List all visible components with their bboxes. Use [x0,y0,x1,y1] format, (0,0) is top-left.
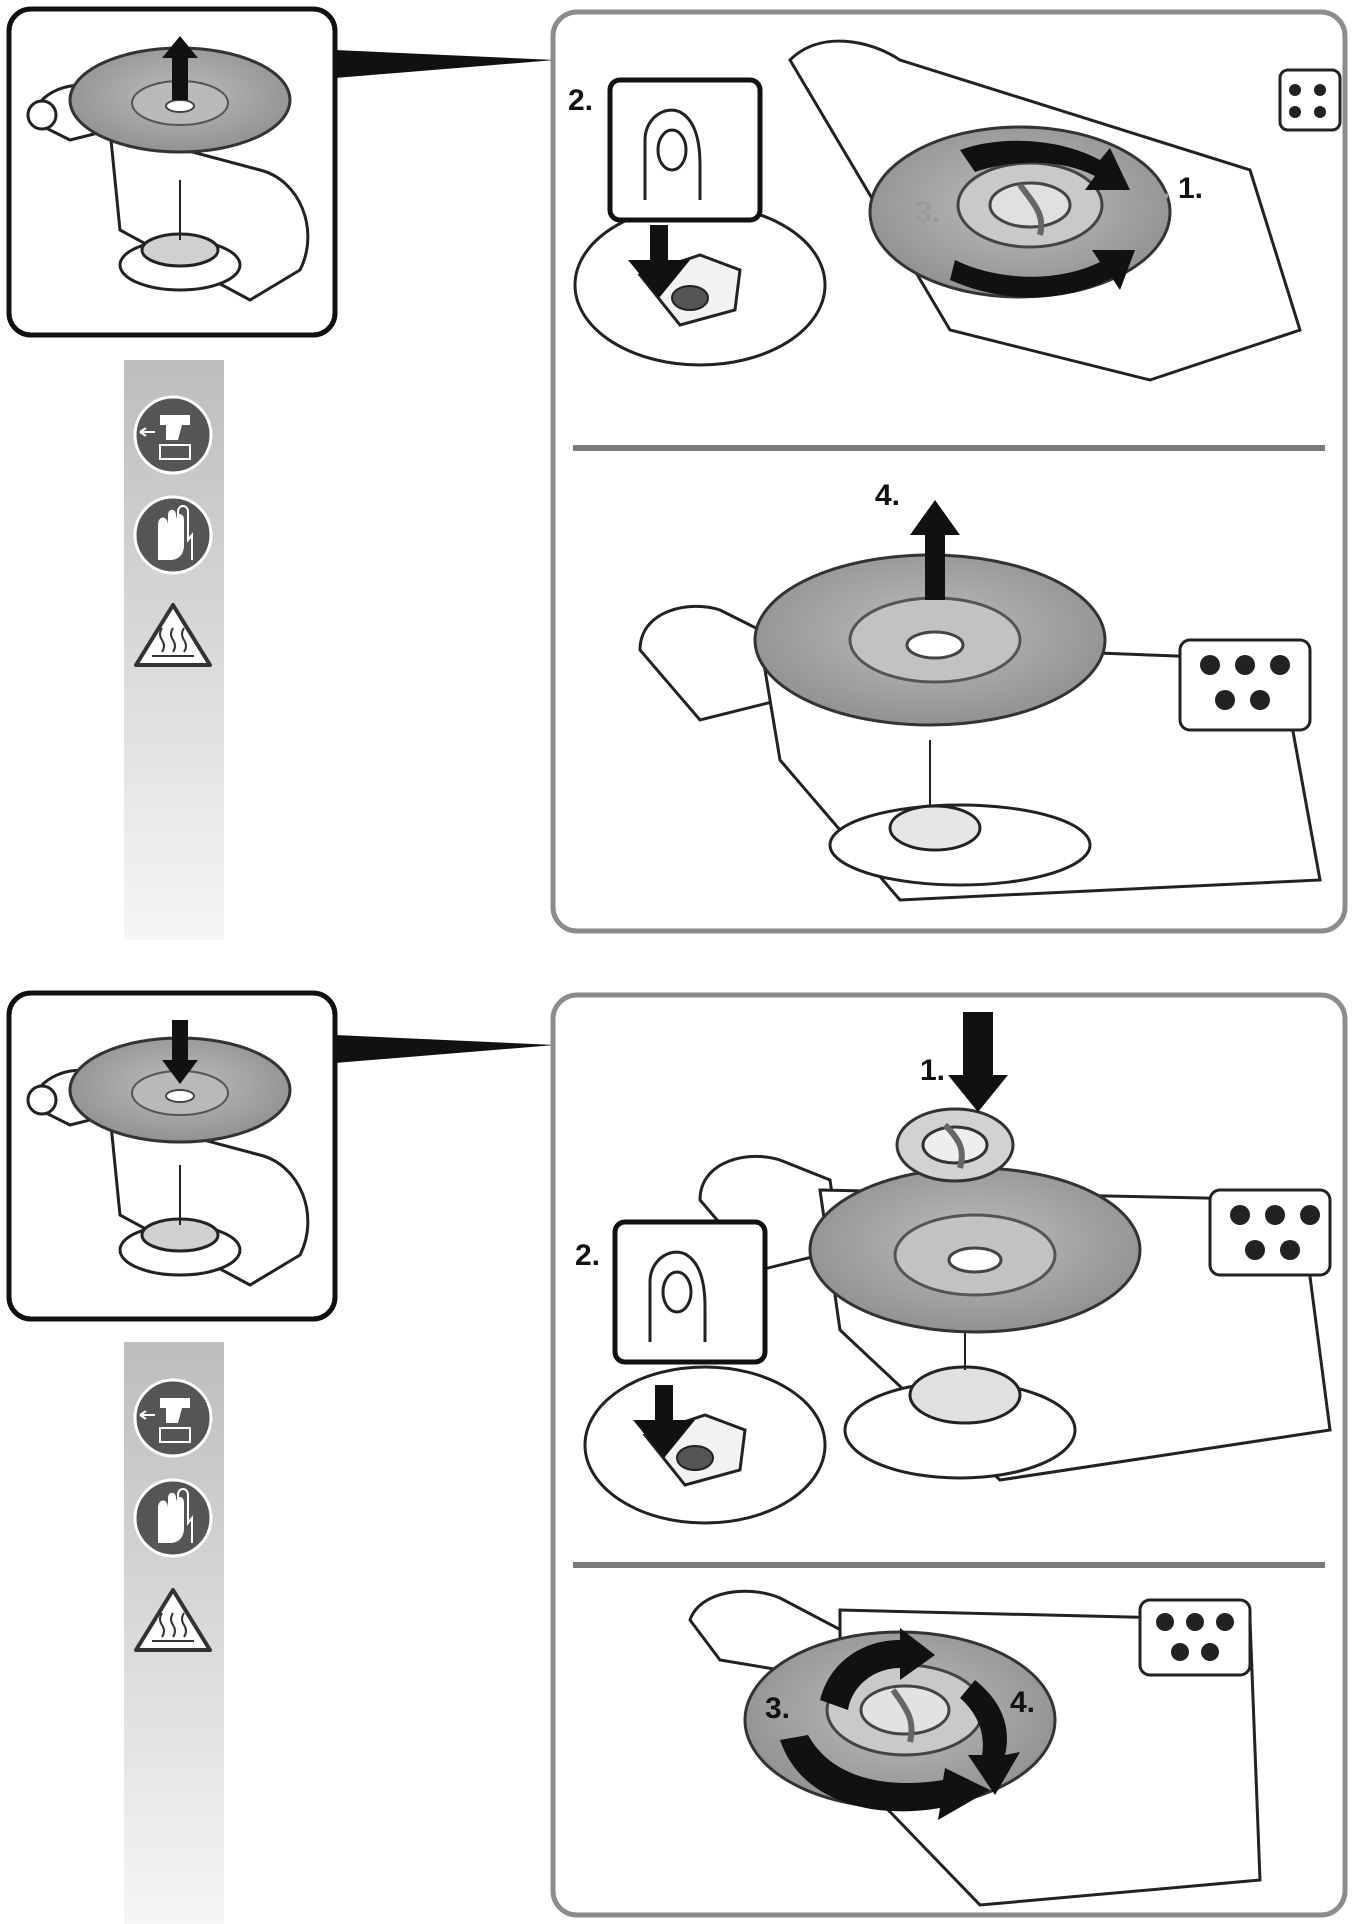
safety-sidebar [124,360,224,940]
main-panel-mount: 1. 2. 3. 4. [550,992,1348,1918]
step-label-1: 1. [1178,172,1203,205]
thumbnail-mount [6,990,338,1322]
tighten-flange-scene: 3. 4. [688,1589,1262,1907]
lift-disc-scene: 4. [638,479,1322,902]
unlock-flange-scene: 2. 1. 1. 3. [568,39,1342,382]
wear-gloves-icon [133,495,213,575]
step-label-3: 3. [915,196,940,229]
thumbnail-remove [6,6,338,338]
step-label-3: 3. [765,1692,790,1725]
step-label-4: 4. [875,479,900,512]
step-label-2: 2. [568,84,593,117]
wear-gloves-icon [133,1478,213,1558]
place-disc-scene: 1. 2. [575,1012,1332,1525]
disconnect-battery-icon [133,1378,213,1458]
step-label-1: 1. [920,1054,945,1087]
step-label-4: 4. [1010,1686,1035,1719]
section-remove: 2. 1. 1. 3. 4. [6,6,1348,940]
hot-surface-warning-icon [134,1588,212,1652]
hot-surface-warning-icon [134,603,212,667]
main-panel-remove: 2. 1. 1. 3. 4. [550,9,1348,934]
disconnect-battery-icon [133,395,213,475]
step-label-1-ghost: 1. [1145,172,1170,205]
callout-pointer [335,50,555,78]
safety-sidebar [124,1342,224,1924]
section-mount: 1. 2. 3. 4. [6,990,1348,1924]
step-label-2: 2. [575,1239,600,1272]
callout-pointer [335,1035,555,1063]
